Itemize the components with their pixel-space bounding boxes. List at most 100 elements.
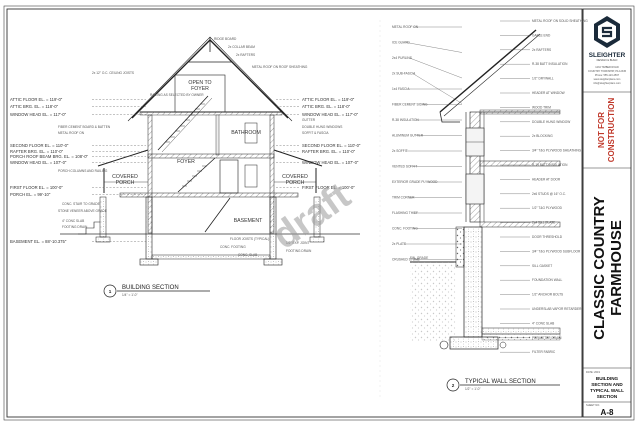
note-top-5: RAILING AS SELECTED BY OWNER xyxy=(150,93,204,97)
wall-note-right-22: PERIMETER DRAIN xyxy=(532,336,562,340)
wall-note-left-2: 2x4 PURLINS xyxy=(392,56,412,60)
level-left-5: PORCH ROOF BEAM BRG. EL. = 108'-0" xyxy=(10,154,89,159)
not-for-construction-stamp: NOT FOR CONSTRUCTION xyxy=(597,98,616,163)
wall-note-left-0: METAL ROOF ON xyxy=(392,25,419,29)
sheet-number: A-8 xyxy=(601,408,614,417)
room-bathroom: BATHROOM xyxy=(231,130,261,136)
section-2-title: TYPICAL WALL SECTION xyxy=(465,379,536,385)
svg-text:NOT FOR: NOT FOR xyxy=(597,112,606,148)
room-foyer: FOYER xyxy=(177,159,195,165)
level-left-2: WINDOW HEAD EL. = 117'-0" xyxy=(10,112,67,117)
sheet-name-1: BUILDING xyxy=(596,376,619,381)
wall-note-right-3: R-38 BATT INSULATION xyxy=(532,62,568,66)
wall-note-right-14: 2x4 SILL PLATE xyxy=(532,221,555,225)
svg-text:CLASSIC COUNTRY: CLASSIC COUNTRY xyxy=(591,196,608,340)
level-right-2: WINDOW HEAD EL. = 117'-0" xyxy=(302,112,359,117)
note-left-5: 4" CONC SLAB xyxy=(62,219,84,223)
level-right-3: SECOND FLOOR EL. = 110'-0" xyxy=(302,143,361,148)
level-right-5: WINDOW HEAD EL. = 107'-0" xyxy=(302,160,359,165)
sheet-name-2: SECTION AND xyxy=(591,382,623,387)
wall-note-right-1: GABLE END xyxy=(532,33,551,37)
note-left-3: CONC. STAIR TO GRADE xyxy=(62,202,100,206)
section-marker-1 xyxy=(103,284,117,298)
sheet-name-4: SECTION xyxy=(597,394,618,399)
firm-contact-5: info@sleighterplans.com xyxy=(593,82,620,85)
note-right-1: DOUBLE HUNG WINDOWS xyxy=(302,125,342,129)
title-block xyxy=(582,8,632,418)
drawing-border xyxy=(6,8,583,418)
level-left-7: FIRST FLOOR EL. = 100'-0" xyxy=(10,185,63,190)
wall-note-left-8: 2x SOFFIT xyxy=(392,149,408,153)
level-left-6: WINDOW HEAD EL. = 107'-0" xyxy=(10,160,67,165)
wall-note-right-7: DOUBLE HUNG WINDOW xyxy=(532,120,570,124)
section-marker-2 xyxy=(446,378,460,392)
level-right-4: RAFTER BRG. EL. = 110'-0" xyxy=(302,149,356,154)
wall-note-right-15: DOOR THRESHOLD xyxy=(532,235,563,239)
wall-note-left-12: FLASHING THIEF xyxy=(392,211,418,215)
firm-contact-2: COUNTRY TOWNSHIP, PA 12345 xyxy=(588,70,627,73)
wall-note-right-6: WOOD TRIM xyxy=(532,105,551,109)
room-covered-porch-right-2: PORCH xyxy=(286,180,305,186)
sheet-date: DATE: 2019 xyxy=(586,370,600,374)
sheet-name-3: TYPICAL WALL xyxy=(590,388,624,393)
wall-note-right-10: R-19 BATT INSULATION xyxy=(532,163,568,167)
level-left-0: ATTIC FLOOR EL. = 119'-0" xyxy=(10,97,63,102)
grade-label: FIN. GRADE xyxy=(410,256,428,260)
wall-note-left-10: EXTERIOR GRADE PLYWOOD xyxy=(392,180,438,184)
building-section: OPEN TO FOYER BATHROOM FOYER COVERED POR… xyxy=(10,36,361,298)
firm-contact-4: www.sleighterplans.com xyxy=(594,78,621,81)
note-right-2: SOFFIT & FASCIA xyxy=(302,131,329,135)
firm-contact-1: 1234 TIMBER ROAD xyxy=(595,66,619,69)
wall-note-right-2: 2x RAFTERS xyxy=(532,48,551,52)
wall-note-right-19: 1/2" ANCHOR BOLTS xyxy=(532,293,563,297)
wall-note-right-8: 2x BLOCKING xyxy=(532,134,553,138)
firm-contact-3: Phone: 555-123-4567 xyxy=(595,74,620,77)
wall-note-right-16: 3/4" T&G PLYWOOD SUBFLOOR xyxy=(532,249,581,253)
wall-note-left-4: 1x4 FASCIA xyxy=(392,87,410,91)
wall-note-right-20: UNDERSLAB VAPOR RETARDER xyxy=(532,307,582,311)
room-covered-porch-left-1: COVERED xyxy=(112,174,138,180)
level-right-6: FIRST FLOOR EL. = 100'-0" xyxy=(302,185,355,190)
room-open-foyer-1: OPEN TO xyxy=(188,80,211,86)
level-markers-right: ATTIC FLOOR EL. = 119'-0"ATTIC BRG. EL. … xyxy=(276,97,361,190)
wall-note-left-13: CONC. FOOTING xyxy=(392,227,418,231)
wall-note-left-15: CRUSHED STONE xyxy=(392,258,420,262)
wall-note-right-4: 1/2" DRYWALL xyxy=(532,77,554,81)
firm-logo-icon xyxy=(594,16,620,48)
notes-right: GUTTER DOUBLE HUNG WINDOWS SOFFIT & FASCIA… xyxy=(220,118,342,257)
wall-note-left-1: ICE GUARD xyxy=(392,41,410,45)
level-left-8: PORCH EL. = 99'-10" xyxy=(10,192,51,197)
note-right-0: GUTTER xyxy=(302,118,316,122)
outer-border xyxy=(3,5,635,421)
wall-note-left-6: R-38 INSULATION xyxy=(392,118,419,122)
level-markers-left: ATTIC FLOOR EL. = 119'-0" ATTIC BRG. EL. … xyxy=(10,97,146,244)
level-right-1: ATTIC BRG. EL. = 118'-0" xyxy=(302,104,351,109)
level-left-3: SECOND FLOOR EL. = 110'-0" xyxy=(10,143,69,148)
level-left-1: ATTIC BRG. EL. = 118'-0" xyxy=(10,104,59,109)
note-top-4: 2x 12" O.C. CEILING JOISTS xyxy=(92,71,134,75)
note-top-3: METAL ROOF ON ROOF SHEATHING xyxy=(252,65,308,69)
wall-note-right-18: FOUNDATION WALL xyxy=(532,278,563,282)
section-1-title: BUILDING SECTION xyxy=(122,285,179,291)
wall-note-right-13: 1/2" T&G PLYWOOD xyxy=(532,206,563,210)
wall-note-right-11: HEADER AT DOOR xyxy=(532,177,561,181)
title-block-content: SLEIGHTER DESIGN & BUILD 1234 TIMBER ROA… xyxy=(583,16,631,417)
firm-tagline: DESIGN & BUILD xyxy=(597,58,618,62)
wall-note-right-9: 3/4" T&G PLYWOOD SHEATHING xyxy=(532,149,582,153)
section-marker-2-number: 2 xyxy=(452,383,455,388)
note-right-5: CONC. FOOTING xyxy=(220,245,246,249)
wall-note-right-23: FILTER FABRIC xyxy=(532,350,556,354)
wall-note-left-7: ALUMINUM GUTTER xyxy=(392,134,424,138)
note-top-1: 2x COLLAR BEAM xyxy=(228,45,255,49)
note-top-0: RIDGE BOARD xyxy=(214,37,237,41)
room-basement: BASEMENT xyxy=(234,218,263,224)
note-left-4: STONE VENEER ABOVE GRADE xyxy=(58,209,107,213)
section-1-scale: 1/4" = 1'-0" xyxy=(122,293,138,297)
wall-note-right-17: SILL GASKET xyxy=(532,264,552,268)
